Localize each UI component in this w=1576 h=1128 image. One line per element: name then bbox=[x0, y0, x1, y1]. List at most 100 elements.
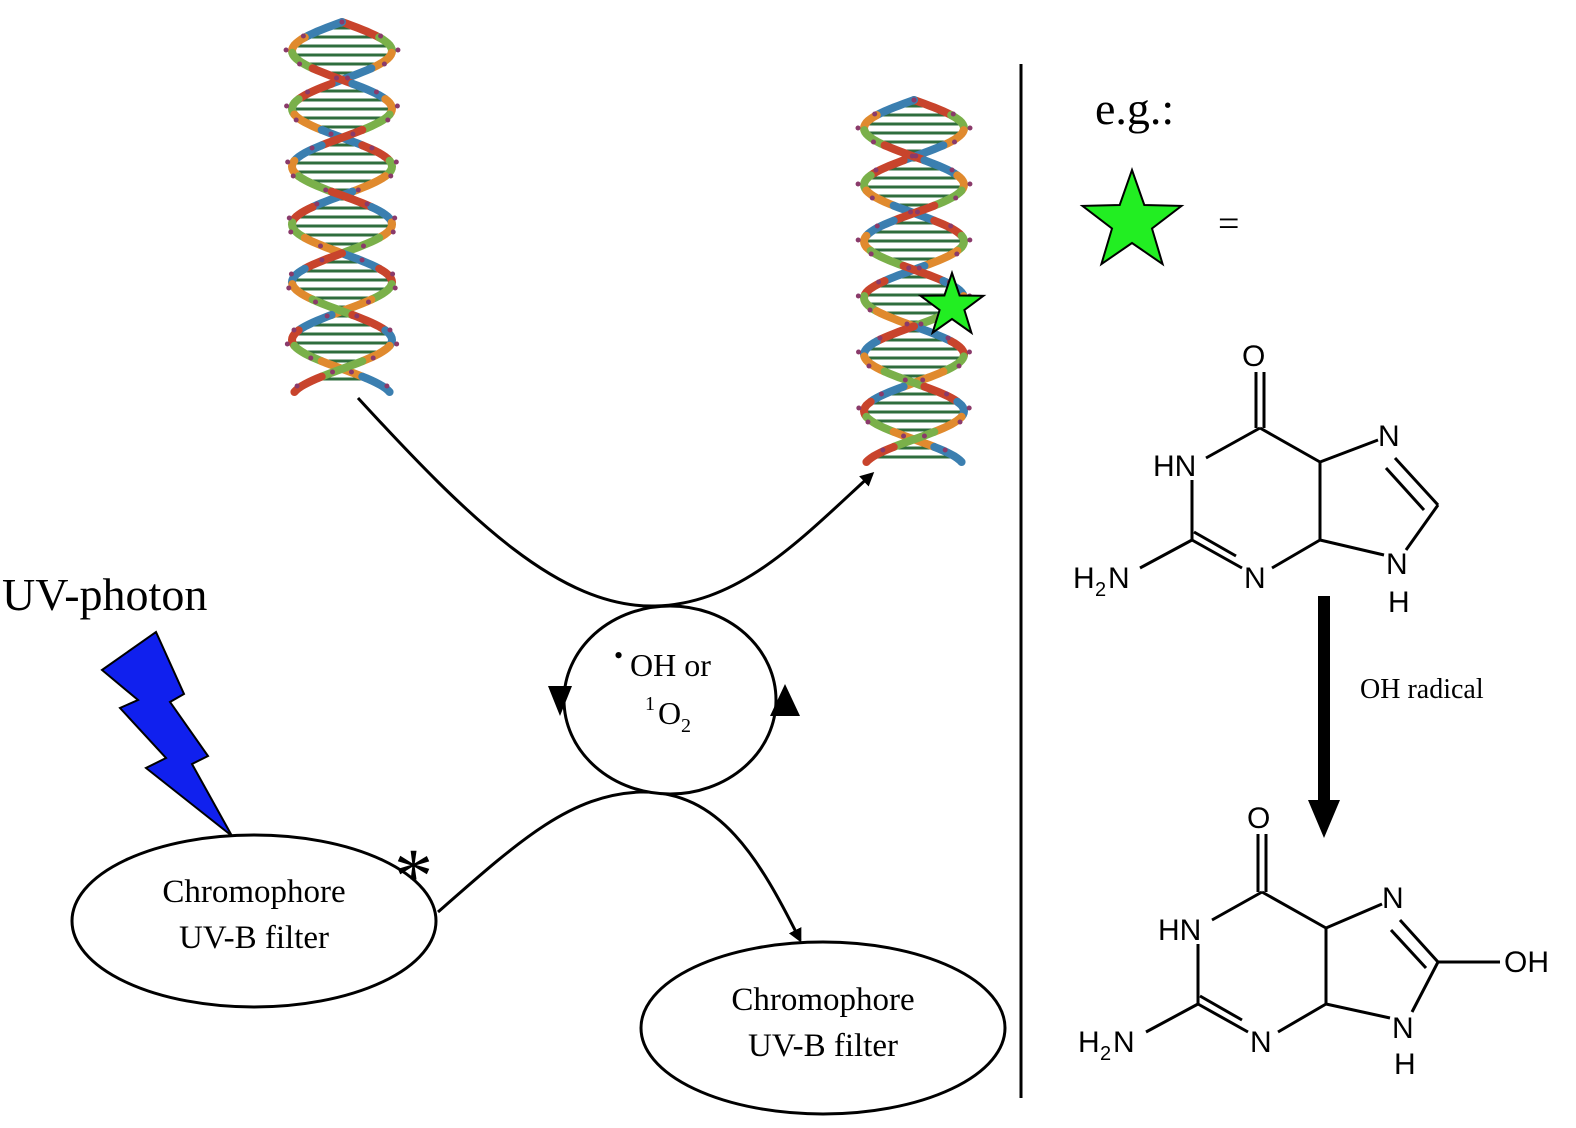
dna-phosphate bbox=[370, 355, 376, 361]
dna-phosphate bbox=[948, 223, 954, 229]
oxoguanine-h2n-sub: 2 bbox=[1100, 1043, 1111, 1065]
dna-phosphate bbox=[957, 419, 963, 425]
dna-phosphate bbox=[394, 103, 400, 109]
dna-phosphate bbox=[394, 341, 400, 347]
chromophore-excited-line2: UV-B filter bbox=[179, 920, 329, 956]
dna-backbone-segment bbox=[889, 201, 939, 225]
guanine-n7: N bbox=[1378, 420, 1400, 453]
dna-phosphate bbox=[308, 355, 314, 361]
dna-phosphate bbox=[318, 243, 324, 249]
dna-phosphate bbox=[901, 433, 907, 439]
dna-backbone-segment bbox=[338, 233, 384, 258]
dna-backbone-segment bbox=[872, 96, 918, 120]
dna-phosphate bbox=[286, 285, 292, 291]
dna-phosphate bbox=[350, 131, 356, 137]
dna-backbone-segment bbox=[348, 79, 390, 104]
guanine-h9: H bbox=[1388, 586, 1410, 619]
reaction-arrow-icon bbox=[1308, 596, 1340, 838]
dna-phosphate bbox=[288, 271, 294, 277]
reaction-label: OH radical bbox=[1360, 674, 1484, 705]
excited-state-asterisk: * bbox=[394, 832, 433, 919]
dna-backbone-segment bbox=[939, 126, 968, 150]
dna-phosphate bbox=[354, 313, 360, 319]
dna-phosphate bbox=[392, 215, 398, 221]
dna-backbone-segment bbox=[889, 427, 939, 451]
dna-phosphate bbox=[855, 125, 861, 131]
guanine-o: O bbox=[1242, 340, 1265, 373]
dna-backbone-segment bbox=[290, 110, 326, 134]
guanine-h2n-h: H bbox=[1073, 562, 1095, 595]
oxoguanine-n9: N bbox=[1392, 1012, 1414, 1045]
dna-phosphate bbox=[286, 215, 292, 221]
guanine-structure bbox=[1139, 372, 1440, 570]
dna-helix-damaged bbox=[855, 96, 973, 466]
dna-backbone-segment bbox=[862, 216, 898, 240]
oxoguanine-o: O bbox=[1247, 802, 1270, 835]
dna-backbone-segment bbox=[300, 18, 346, 42]
guanine-h2n-sub: 2 bbox=[1095, 579, 1106, 601]
dna-phosphate bbox=[867, 307, 873, 313]
lightning-bolt-icon bbox=[100, 630, 233, 837]
dna-helix-intact bbox=[283, 18, 401, 396]
oxoguanine-oh: OH bbox=[1504, 946, 1549, 979]
dna-phosphate bbox=[855, 237, 861, 243]
dna-backbone-segment bbox=[358, 110, 394, 134]
dna-phosphate bbox=[967, 237, 973, 243]
dna-backbone-segment bbox=[288, 280, 317, 304]
dna-backbone-segment bbox=[358, 372, 394, 396]
dna-backbone-segment bbox=[920, 246, 962, 270]
dna-backbone-segment bbox=[375, 218, 397, 242]
cycle-text-o: O bbox=[658, 695, 681, 731]
dna-phosphate bbox=[952, 139, 958, 145]
dna-phosphate bbox=[381, 61, 387, 67]
dna-backbone-segment bbox=[866, 382, 908, 406]
dna-phosphate bbox=[388, 173, 394, 179]
oxoguanine-h9: H bbox=[1394, 1048, 1416, 1081]
dna-backbone-segment bbox=[317, 125, 367, 150]
dna-backbone-segment bbox=[294, 79, 336, 104]
dna-phosphate bbox=[365, 299, 371, 305]
arrow-chromophore-to-cycle bbox=[437, 790, 802, 943]
dna-phosphate bbox=[284, 341, 290, 347]
dna-phosphate bbox=[918, 321, 924, 327]
oxoguanine-n3: N bbox=[1250, 1026, 1272, 1059]
dna-backbone-segment bbox=[862, 442, 898, 466]
dna-phosphate bbox=[865, 419, 871, 425]
guanine-n3: N bbox=[1244, 562, 1266, 595]
dna-phosphate bbox=[916, 265, 922, 271]
dna-phosphate bbox=[872, 111, 878, 117]
dna-backbone-segment bbox=[866, 156, 908, 180]
dna-phosphate bbox=[328, 131, 334, 137]
dna-phosphate bbox=[921, 433, 927, 439]
dna-backbone-segment bbox=[862, 186, 898, 210]
oxoguanine-h2n-n: N bbox=[1113, 1026, 1135, 1059]
dna-backbone-segment bbox=[920, 156, 962, 180]
dna-backbone-segment bbox=[287, 218, 309, 242]
dna-phosphate bbox=[855, 293, 861, 299]
dna-phosphate bbox=[293, 117, 299, 123]
dna-phosphate bbox=[880, 447, 886, 453]
dna-phosphate bbox=[911, 97, 917, 103]
dna-phosphate bbox=[390, 229, 396, 235]
dna-phosphate bbox=[384, 383, 390, 389]
dna-phosphate bbox=[868, 251, 874, 257]
dna-backbone-segment bbox=[367, 48, 396, 73]
dna-backbone-segment bbox=[860, 126, 889, 150]
dna-phosphate bbox=[856, 405, 862, 411]
oxoguanine-n7: N bbox=[1382, 882, 1404, 915]
dna-phosphate bbox=[942, 447, 948, 453]
dna-backbone-segment bbox=[300, 233, 346, 258]
dna-phosphate bbox=[913, 153, 919, 159]
dna-phosphate bbox=[870, 139, 876, 145]
dna-phosphate bbox=[873, 167, 879, 173]
cycle-arrow-right-icon bbox=[770, 684, 800, 716]
dna-phosphate bbox=[908, 209, 914, 215]
dna-phosphate bbox=[954, 251, 960, 257]
dna-phosphate bbox=[314, 201, 320, 207]
dna-phosphate bbox=[878, 391, 884, 397]
dna-phosphate bbox=[348, 369, 354, 375]
cycle-text-oh: OH or bbox=[630, 647, 711, 683]
chromophore-ground-line1: Chromophore bbox=[731, 982, 914, 1018]
radical-dot: • bbox=[614, 641, 623, 670]
dna-phosphate bbox=[967, 181, 973, 187]
